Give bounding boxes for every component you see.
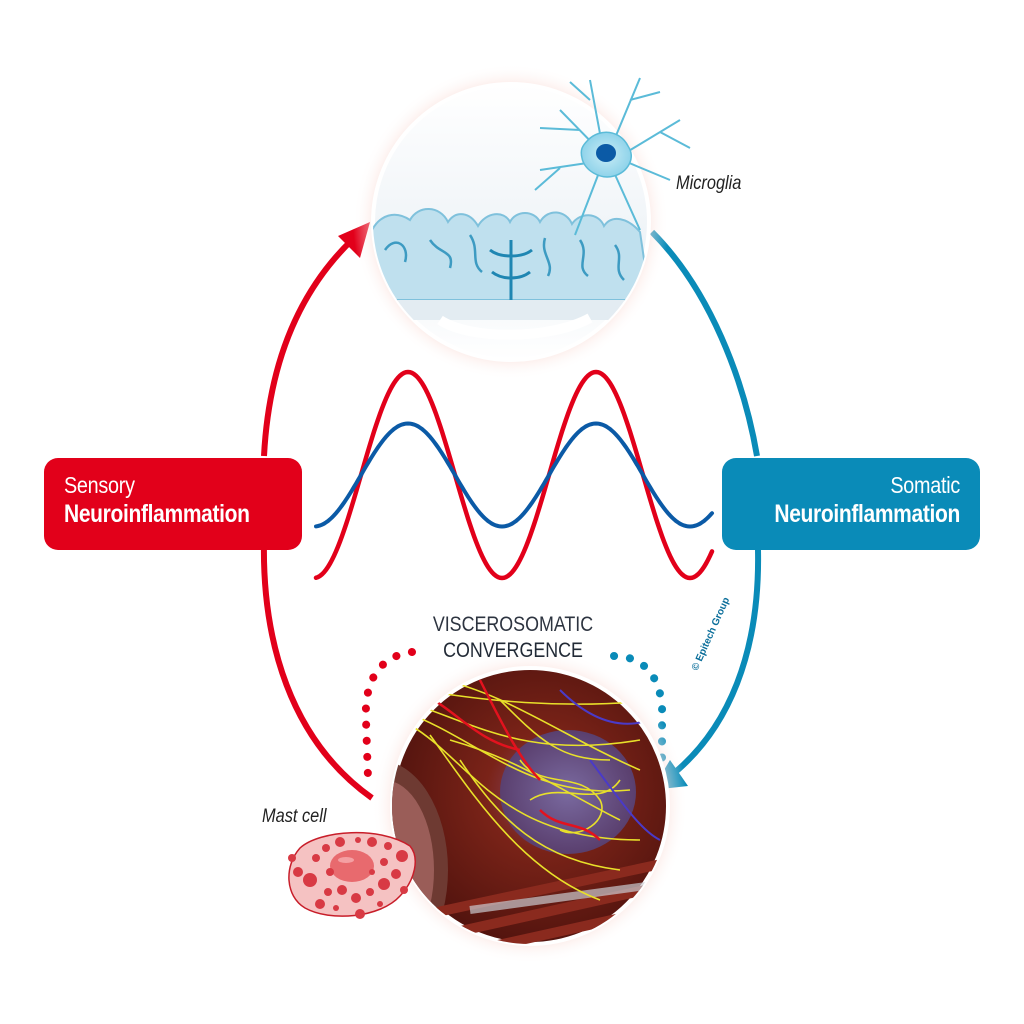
somatic-convergence-connector xyxy=(610,652,667,768)
sensory-wave xyxy=(313,369,715,581)
brain-cortex-illustration xyxy=(373,208,649,340)
mast-cell-label: Mast cell xyxy=(262,806,327,827)
sensory-to-brain-arrow xyxy=(260,237,374,801)
microglia-label: Microglia xyxy=(676,173,742,194)
somatic-box-subtitle: Neuroinflammation xyxy=(774,500,960,528)
waves-group xyxy=(313,369,715,581)
viscerosomatic-convergence-label: VISCEROSOMATIC CONVERGENCE xyxy=(400,612,626,664)
sensory-convergence-connector xyxy=(361,648,416,782)
microglia-nucleus xyxy=(596,144,616,162)
sensory-box-title: Sensory xyxy=(64,472,135,498)
sensory-neuroinflammation-box: Sensory Neuroinflammation xyxy=(44,458,302,550)
somatic-neuroinflammation-box: Somatic Neuroinflammation xyxy=(722,458,980,550)
microglia-icon xyxy=(534,77,691,236)
convergence-line-2: CONVERGENCE xyxy=(443,639,583,662)
sensory-box-subtitle: Neuroinflammation xyxy=(64,500,250,528)
convergence-line-1: VISCEROSOMATIC xyxy=(432,613,594,636)
somatic-box-title: Somatic xyxy=(890,472,960,498)
brain-to-viscera-arrow xyxy=(649,229,762,781)
mast-cell-icon xyxy=(288,832,416,919)
somatic-wave xyxy=(314,421,714,529)
